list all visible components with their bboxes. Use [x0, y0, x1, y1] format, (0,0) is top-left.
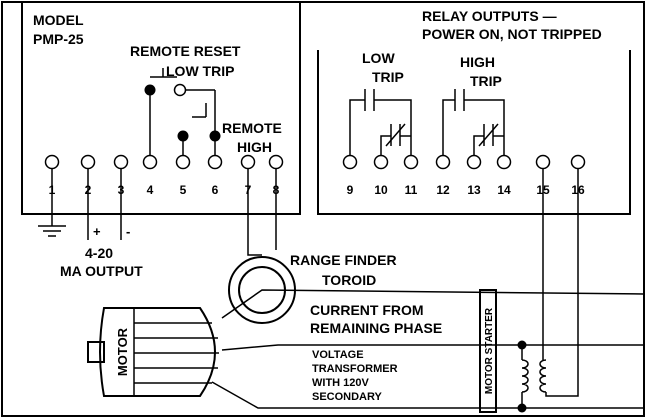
left-housing-outline [21, 2, 301, 215]
terminal-6[interactable] [207, 154, 223, 170]
wire-terminal-7-toroid [247, 169, 262, 256]
terminal-label-4: 4 [147, 183, 154, 197]
terminal-label-5: 5 [180, 183, 187, 197]
terminal-13[interactable] [466, 154, 482, 170]
relay-outputs-label: RELAY OUTPUTS — [422, 8, 557, 24]
voltage-label: VOLTAGE [312, 349, 364, 361]
right-terminal-block [342, 154, 586, 170]
wire-terminal-16-secondary [545, 169, 579, 397]
terminal-16[interactable] [570, 154, 586, 170]
terminal-8[interactable] [268, 154, 284, 170]
transformer-secondary-coil [539, 359, 547, 393]
terminal-14[interactable] [496, 154, 512, 170]
terminal-2[interactable] [80, 154, 96, 170]
terminal-9[interactable] [342, 154, 358, 170]
transformer-label: TRANSFORMER [312, 363, 398, 375]
remote-high-sub-label: HIGH [237, 139, 272, 155]
high-trip-sub-label: TRIP [470, 73, 502, 89]
remote-high-label: REMOTE [222, 120, 282, 136]
low-trip-relay-contacts [349, 89, 412, 155]
motor-starter-box [479, 289, 497, 413]
low-trip-label: LOW [362, 50, 395, 66]
low-trip-sub-label: TRIP [372, 69, 404, 85]
terminal-label-14: 14 [497, 183, 511, 197]
terminal-1[interactable] [44, 154, 60, 170]
terminal-label-13: 13 [467, 183, 481, 197]
output-range-label: 4-20 [85, 245, 113, 261]
terminal-label-10: 10 [374, 183, 388, 197]
relay-outputs-state-label: POWER ON, NOT TRIPPED [422, 26, 602, 42]
reset-switch-contact-right [173, 83, 187, 97]
terminal-11[interactable] [403, 154, 419, 170]
motor-lead-2 [221, 344, 644, 351]
terminal-5[interactable] [175, 154, 191, 170]
terminal-label-11: 11 [405, 183, 418, 197]
terminal-label-9: 9 [347, 183, 354, 197]
current-from-label: CURRENT FROM [310, 302, 424, 318]
remote-reset-low-trip-label: LOW TRIP [166, 63, 234, 79]
motor-lead-3 [211, 381, 644, 409]
motor-lead-1 [221, 289, 645, 319]
terminal-label-6: 6 [212, 183, 219, 197]
range-finder-label: RANGE FINDER [290, 252, 397, 268]
terminal-7[interactable] [240, 154, 256, 170]
motor [87, 307, 219, 397]
model-number: PMP-25 [33, 31, 84, 47]
output-plus-sign: + [93, 224, 101, 239]
high-trip-relay-contacts [442, 89, 505, 155]
terminal-15[interactable] [535, 154, 551, 170]
motor-label: MOTOR [115, 327, 130, 376]
right-housing-outline [317, 50, 631, 215]
output-minus-sign: - [126, 224, 130, 239]
secondary-label: SECONDARY [312, 391, 383, 403]
terminal-3[interactable] [113, 154, 129, 170]
remote-reset-label: REMOTE RESET [130, 43, 241, 59]
with-120v-label: WITH 120V [312, 377, 370, 389]
terminal-12[interactable] [435, 154, 451, 170]
left-terminal-block [44, 154, 284, 170]
reset-switch-contact-left [144, 84, 156, 96]
terminal-10[interactable] [373, 154, 389, 170]
terminal-4[interactable] [142, 154, 158, 170]
output-type-label: MA OUTPUT [60, 263, 143, 279]
terminal-label-12: 12 [436, 183, 450, 197]
motor-starter-label: MOTOR STARTER [484, 307, 495, 394]
high-trip-label: HIGH [460, 54, 495, 70]
model-label: MODEL [33, 12, 84, 28]
toroid-label: TOROID [322, 272, 376, 288]
remaining-phase-label: REMAINING PHASE [310, 320, 442, 336]
transformer-primary-coil [521, 359, 529, 393]
